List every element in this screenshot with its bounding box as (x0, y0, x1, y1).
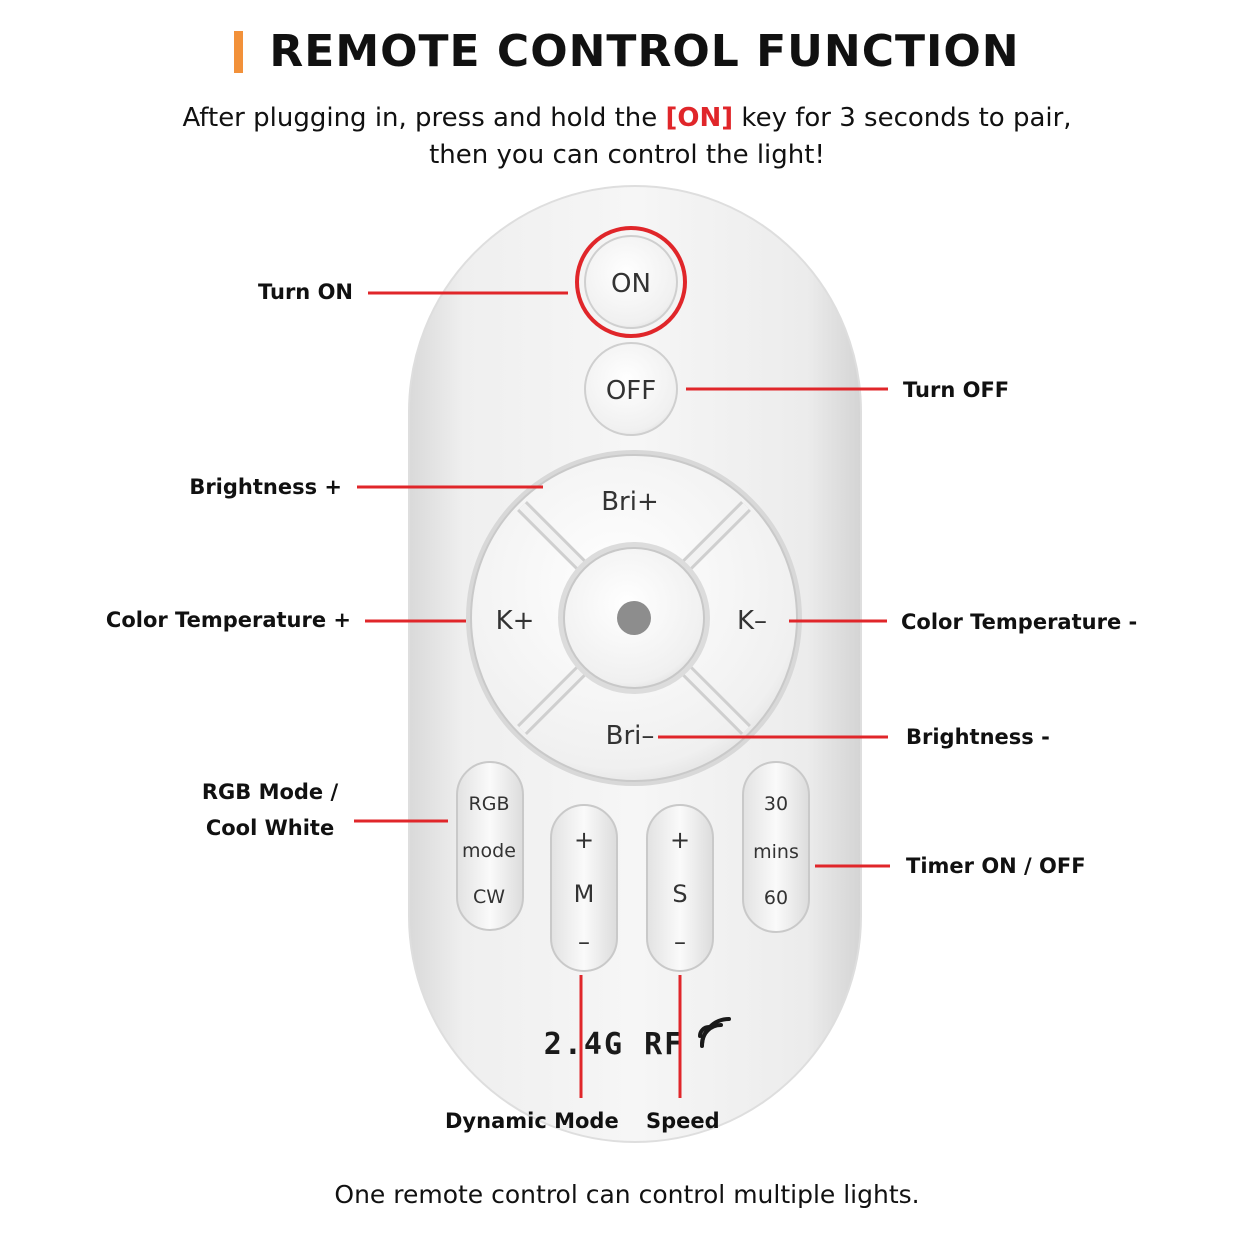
callout-lines (354, 291, 890, 1098)
label-speed: Speed (646, 1109, 720, 1133)
off-button[interactable] (584, 342, 678, 436)
m-minus-label: – (578, 928, 590, 956)
title-row: REMOTE CONTROL FUNCTION (0, 26, 1254, 77)
timer-60-label: 60 (764, 887, 788, 909)
label-brightness-minus: Brightness - (906, 725, 1050, 749)
label-turn-on: Turn ON (257, 280, 353, 304)
s-plus-label: + (670, 826, 690, 854)
dynamic-mode-button[interactable] (550, 804, 618, 972)
pairing-instructions: After plugging in, press and hold the [O… (0, 100, 1254, 174)
mode-label: mode (462, 840, 516, 862)
speed-button[interactable] (646, 804, 714, 972)
on-button[interactable] (584, 235, 678, 329)
label-color-temp-plus: Color Temperature + (105, 608, 351, 632)
rgb-label: RGB (469, 793, 510, 815)
label-rgb-mode-line1: RGB Mode / (201, 780, 339, 804)
timer-button[interactable] (742, 761, 810, 933)
label-color-temp-minus: Color Temperature - (901, 610, 1138, 634)
title-accent-bar (234, 30, 244, 73)
bri-plus-label: Bri+ (601, 487, 659, 517)
instruction-line-2: then you can control the light! (429, 140, 825, 170)
label-turn-off: Turn OFF (903, 378, 1010, 402)
brand-label: 2.4G RF (544, 1027, 684, 1062)
label-rgb-mode: RGB Mode / Cool White (170, 774, 370, 846)
label-dynamic-mode: Dynamic Mode (445, 1109, 619, 1133)
k-minus-label: K– (737, 606, 767, 636)
wireless-signal-icon (698, 1017, 731, 1048)
label-timer: Timer ON / OFF (906, 854, 1086, 878)
footer-note: One remote control can control multiple … (334, 1180, 920, 1209)
instruction-on-key: [ON] (665, 103, 734, 133)
timer-mins-label: mins (753, 841, 799, 863)
on-button-label: ON (611, 269, 651, 299)
page-title: REMOTE CONTROL FUNCTION (269, 26, 1020, 77)
label-rgb-mode-line2: Cool White (205, 816, 335, 840)
s-label: S (672, 880, 687, 908)
m-label: M (574, 880, 595, 908)
off-button-label: OFF (606, 376, 656, 406)
rgb-mode-button[interactable] (456, 761, 524, 931)
k-plus-label: K+ (496, 606, 535, 636)
label-brightness-plus: Brightness + (189, 475, 342, 499)
timer-30-label: 30 (764, 793, 788, 815)
instruction-line-1: After plugging in, press and hold the [O… (0, 100, 1254, 137)
s-minus-label: – (674, 928, 686, 956)
cw-label: CW (473, 886, 505, 908)
bri-minus-label: Bri– (606, 721, 655, 751)
instruction-pre: After plugging in, press and hold the (182, 103, 666, 133)
m-plus-label: + (574, 826, 594, 854)
on-button-highlight-ring (575, 226, 687, 338)
instruction-post: key for 3 seconds to pair, (733, 103, 1072, 133)
indicator-led (617, 601, 651, 635)
